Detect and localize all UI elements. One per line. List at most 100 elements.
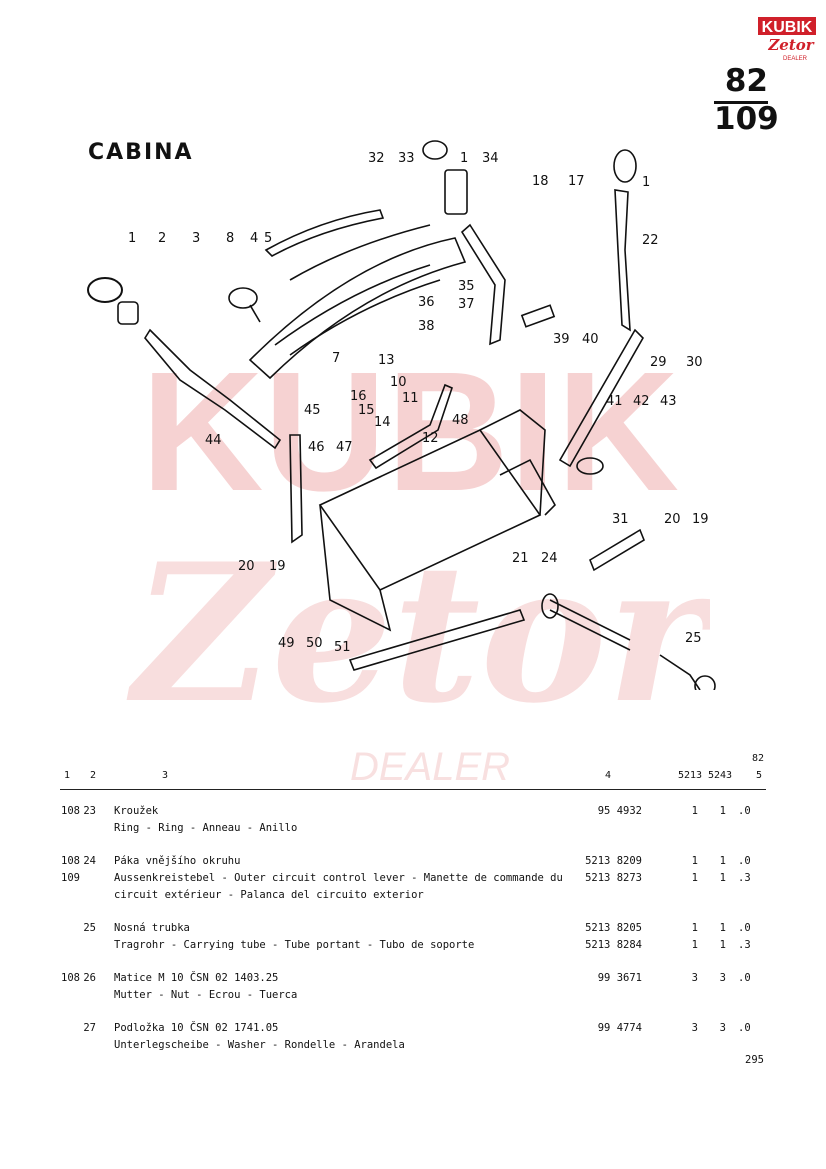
- row-qty-3: .0: [738, 1022, 751, 1034]
- callout-label: 22: [642, 233, 659, 248]
- row-qty-1: 1: [691, 872, 698, 884]
- row-part-number: 5213 8209: [585, 855, 642, 867]
- col-header-5c: 5: [756, 770, 763, 781]
- row-qty-2: 1: [719, 872, 726, 884]
- logo-top-text: KUBIK: [762, 19, 813, 36]
- callout-label: 19: [692, 512, 709, 527]
- callout-label: 33: [398, 151, 415, 166]
- callout-label: 46: [308, 440, 325, 455]
- callout-label: 20: [238, 559, 255, 574]
- col-header-4: 4: [605, 770, 612, 781]
- callout-label: 15: [358, 403, 375, 418]
- row-qty-2: 1: [719, 922, 726, 934]
- row-qty-3: .0: [738, 805, 751, 817]
- col-header-5b: 5243: [708, 770, 733, 781]
- row-part-number: 99 4774: [597, 1022, 642, 1034]
- row-desc-en: Aussenkreistebel - Outer circuit control…: [114, 872, 563, 884]
- section-title: CABINA: [88, 140, 194, 165]
- row-ref: 108: [61, 972, 80, 984]
- callout-label: 24: [541, 551, 558, 566]
- callout-label: 34: [482, 151, 499, 166]
- page-number-bottom: 109: [714, 101, 779, 137]
- callout-label: 30: [686, 355, 703, 370]
- callout-label: 45: [304, 403, 321, 418]
- diagram-drawing: [87, 140, 716, 690]
- callout-label: 31: [612, 512, 629, 527]
- row-ref-2: 109: [61, 872, 80, 884]
- callout-label: 19: [269, 559, 286, 574]
- callout-label: 40: [582, 332, 599, 347]
- callout-label: 11: [402, 391, 419, 406]
- row-desc-en: Ring - Ring - Anneau - Anillo: [114, 822, 298, 834]
- callout-label: 44: [205, 433, 222, 448]
- callout-label: 8: [226, 231, 234, 246]
- callout-label: 49: [278, 636, 295, 651]
- row-desc-cz: Nosná trubka: [114, 922, 190, 934]
- logo-script-text: Zetor: [767, 36, 814, 54]
- callout-label: 14: [374, 415, 391, 430]
- row-qty-3: .0: [738, 855, 751, 867]
- row-qty-2: 1: [719, 855, 726, 867]
- row-pos: 23: [83, 805, 96, 817]
- row-part-number: 5213 8284: [585, 939, 642, 951]
- callout-label: 4: [250, 231, 258, 246]
- callout-label: 20: [664, 512, 681, 527]
- header-rule: [60, 789, 766, 790]
- row-desc-en: Mutter - Nut - Ecrou - Tuerca: [114, 989, 298, 1001]
- brand-logo: KUBIK Zetor DEALER: [758, 17, 816, 62]
- row-qty-3: .3: [738, 939, 751, 951]
- callout-label: 43: [660, 394, 677, 409]
- callout-label: 3: [192, 231, 200, 246]
- col-header-5a: 5213: [678, 770, 703, 781]
- callout-label: 50: [306, 636, 323, 651]
- watermark-sub-text: DEALER: [350, 745, 510, 780]
- callout-label: 47: [336, 440, 353, 455]
- callout-label: 25: [685, 631, 702, 646]
- diagram-callouts: 1 2 3 8 4 5 32 33 1 34 18 17 1 22 35 36 …: [128, 151, 709, 655]
- callout-label: 17: [568, 174, 585, 189]
- row-ref: 108: [61, 855, 80, 867]
- callout-label: 36: [418, 295, 435, 310]
- logo-sub-text: DEALER: [783, 56, 808, 62]
- row-ref: 108: [61, 805, 80, 817]
- row-pos: 26: [83, 972, 96, 984]
- row-desc-cz: Kroužek: [114, 805, 159, 817]
- callout-label: 18: [532, 174, 549, 189]
- row-qty-1: 3: [691, 1022, 698, 1034]
- row-qty-1: 3: [691, 972, 698, 984]
- callout-label: 16: [350, 389, 367, 404]
- callout-label: 1: [642, 175, 650, 190]
- row-qty-2: 3: [719, 1022, 726, 1034]
- callout-label: 21: [512, 551, 529, 566]
- callout-label: 37: [458, 297, 475, 312]
- callout-label: 39: [553, 332, 570, 347]
- callout-label: 7: [332, 351, 340, 366]
- row-qty-2: 1: [719, 805, 726, 817]
- callout-label: 2: [158, 231, 166, 246]
- table-top-code: 82: [751, 753, 764, 764]
- row-qty-3: .0: [738, 972, 751, 984]
- callout-label: 38: [418, 319, 435, 334]
- callout-label: 13: [378, 353, 395, 368]
- col-header-3: 3: [162, 770, 169, 781]
- callout-label: 48: [452, 413, 469, 428]
- row-part-number: 95 4932: [597, 805, 642, 817]
- row-desc-en: Tragrohr - Carrying tube - Tube portant …: [114, 939, 475, 951]
- row-pos: 24: [83, 855, 96, 867]
- callout-label: 32: [368, 151, 385, 166]
- callout-label: 51: [334, 640, 351, 655]
- row-part-number: 5213 8273: [585, 872, 642, 884]
- row-pos: 27: [83, 1022, 96, 1034]
- row-qty-1: 1: [691, 805, 698, 817]
- row-desc-cz: Podložka 10 ČSN 02 1741.05: [114, 1022, 279, 1034]
- page-number-top: 82: [724, 63, 768, 99]
- callout-label: 10: [390, 375, 407, 390]
- row-desc-cont: circuit extérieur - Palanca del circuito…: [114, 889, 424, 901]
- row-qty-2: 3: [719, 972, 726, 984]
- callout-label: 35: [458, 279, 475, 294]
- row-desc-cz: Páka vnějšího okruhu: [114, 855, 241, 867]
- col-header-1: 1: [64, 770, 71, 781]
- callout-label: 12: [422, 431, 439, 446]
- callout-label: 5: [264, 231, 272, 246]
- row-qty-1: 1: [691, 855, 698, 867]
